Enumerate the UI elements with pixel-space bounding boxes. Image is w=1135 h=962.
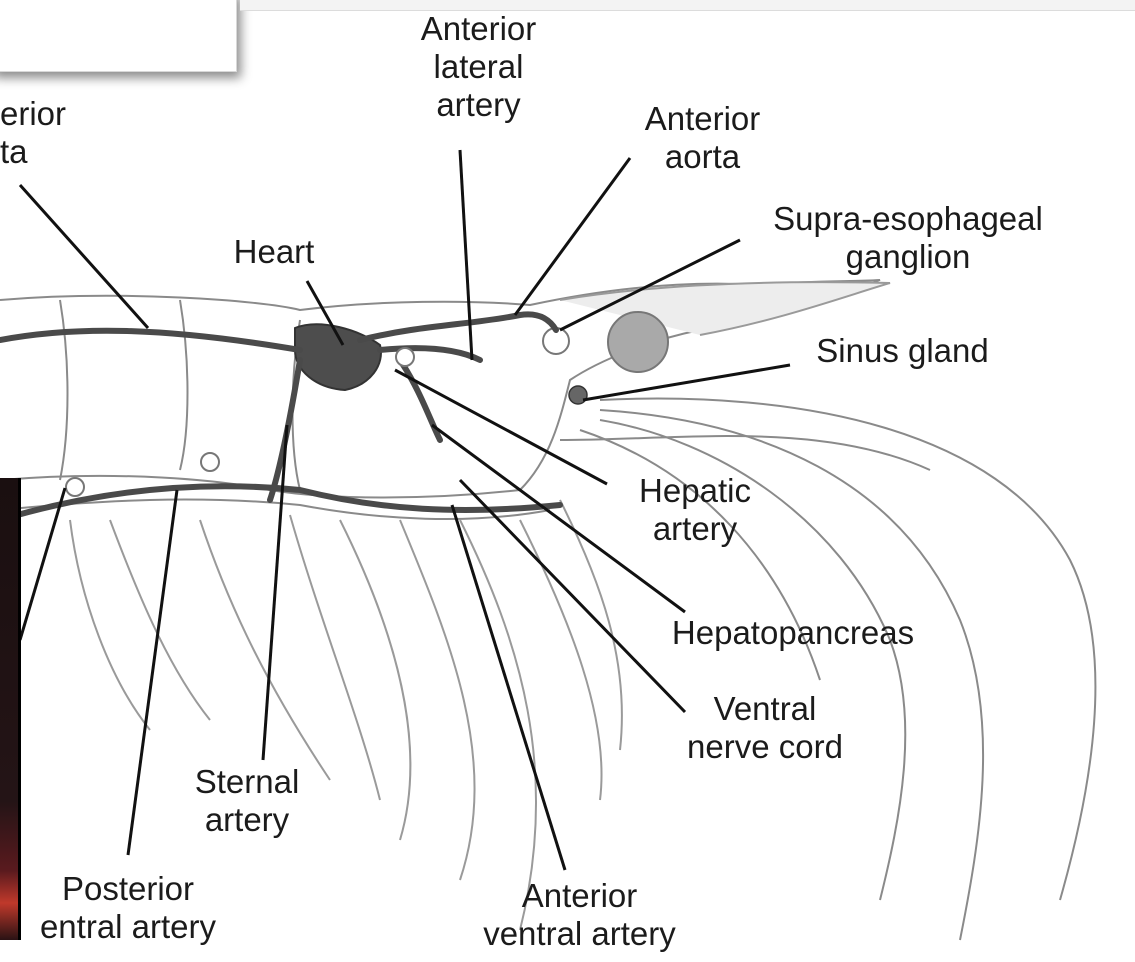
label-anterior-lateral-artery: Anterior lateral artery	[396, 10, 561, 124]
label-supra-esophageal-ganglion: Supra-esophageal ganglion	[738, 200, 1078, 276]
label-anterior-aorta: Anterior aorta	[620, 100, 785, 176]
shrimp-legs	[70, 500, 622, 930]
eye	[608, 312, 668, 372]
label-sternal-artery: Sternal artery	[172, 763, 322, 839]
rostrum	[560, 282, 890, 335]
label-hepatic-artery: Hepatic artery	[610, 472, 780, 548]
label-anterior-ventral-artery: Anterior ventral artery	[452, 877, 707, 953]
label-posterior-ventral-artery: Posterior entral artery	[18, 870, 238, 946]
label-hepatopancreas: Hepatopancreas	[638, 614, 948, 652]
label-posterior-aorta-partial: erior ta	[0, 95, 90, 171]
label-sinus-gland: Sinus gland	[790, 332, 1015, 370]
label-ventral-nerve-cord: Ventral nerve cord	[655, 690, 875, 766]
label-heart: Heart	[214, 233, 334, 271]
